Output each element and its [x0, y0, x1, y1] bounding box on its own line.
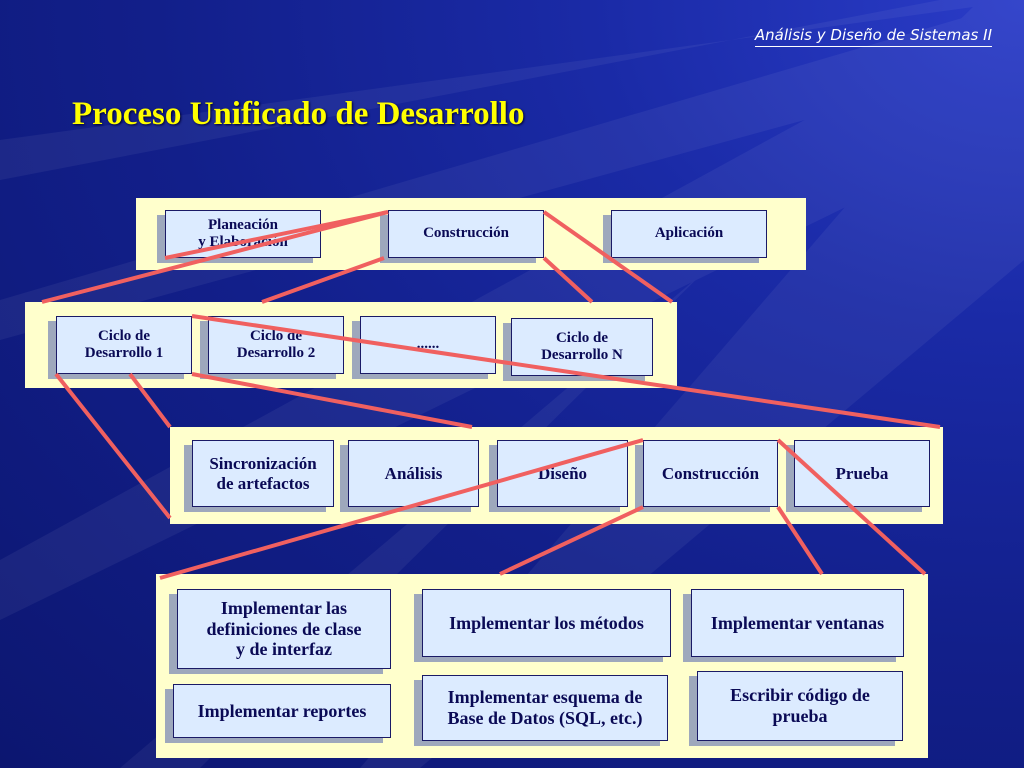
task-impl-clases: Implementar las definiciones de clase y …	[177, 589, 391, 669]
phase-construccion: Construcción	[388, 210, 544, 258]
workflow-prueba: Prueba	[794, 440, 930, 507]
cycle-n: Ciclo de Desarrollo N	[511, 318, 653, 376]
course-header: Análisis y Diseño de Sistemas II	[754, 26, 992, 47]
cycle-ellipsis: ......	[360, 316, 496, 374]
workflow-analisis: Análisis	[348, 440, 479, 507]
cycle-1: Ciclo de Desarrollo 1	[56, 316, 192, 374]
cycle-1-label: Ciclo de Desarrollo 1	[84, 327, 164, 361]
phase-construccion-label: Construcción	[423, 225, 509, 242]
workflow-construccion: Construcción	[643, 440, 778, 507]
task-impl-reportes-label: Implementar reportes	[197, 700, 367, 721]
task-escribir-prueba: Escribir código de prueba	[697, 671, 903, 741]
slide-title: Proceso Unificado de Desarrollo	[72, 96, 525, 132]
workflow-sincronizacion-label: Sincronización de artefactos	[209, 453, 317, 493]
workflow-sincronizacion: Sincronización de artefactos	[192, 440, 334, 507]
task-impl-reportes: Implementar reportes	[173, 684, 391, 738]
cycle-2-label: Ciclo de Desarrollo 2	[236, 327, 316, 361]
task-impl-ventanas-label: Implementar ventanas	[710, 612, 885, 633]
task-impl-metodos: Implementar los métodos	[422, 589, 671, 657]
task-escribir-prueba-label: Escribir código de prueba	[730, 685, 870, 726]
cycle-2: Ciclo de Desarrollo 2	[208, 316, 344, 374]
task-impl-ventanas: Implementar ventanas	[691, 589, 904, 657]
workflow-analisis-label: Análisis	[384, 463, 443, 483]
cycle-n-label: Ciclo de Desarrollo N	[541, 329, 623, 363]
task-impl-metodos-label: Implementar los métodos	[449, 612, 644, 633]
workflow-diseno-label: Diseño	[537, 463, 588, 483]
phase-aplicacion-label: Aplicación	[654, 225, 724, 242]
cycle-ellipsis-label: ......	[416, 336, 440, 353]
workflow-prueba-label: Prueba	[835, 463, 889, 483]
task-impl-esquema-label: Implementar esquema de Base de Datos (SQ…	[447, 687, 643, 728]
phase-aplicacion: Aplicación	[611, 210, 767, 258]
workflow-diseno: Diseño	[497, 440, 628, 507]
task-impl-esquema: Implementar esquema de Base de Datos (SQ…	[422, 675, 668, 741]
task-impl-clases-label: Implementar las definiciones de clase y …	[206, 597, 362, 660]
phase-planeacion: Planeación y Elaboración	[165, 210, 321, 258]
workflow-construccion-label: Construcción	[661, 463, 760, 483]
phase-planeacion-label: Planeación y Elaboración	[198, 216, 288, 250]
